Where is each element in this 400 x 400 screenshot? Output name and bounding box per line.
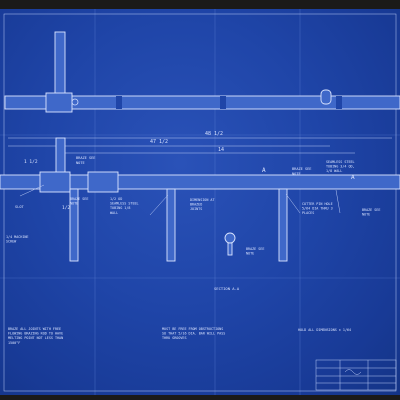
note-braze-line: MELTING POINT NOT LESS THAN: [8, 336, 63, 340]
braze-mid-label-line: BRAZE SEE: [70, 197, 88, 201]
dimension-at-label-line: DIMENSION AT: [190, 198, 215, 202]
leg-2: [166, 188, 176, 262]
note-obstruction-line: SO THAT 5/16 DIA. BAR WILL PASS: [162, 332, 225, 336]
seamless-mid-label-line: WALL: [110, 211, 118, 215]
top-horizontal-tube: [4, 95, 400, 110]
screw-label-line: 1/4 MACHINE: [6, 235, 28, 239]
braze-top-label-line: NOTE: [76, 161, 85, 165]
seamless-mid-label-line: SEAMLESS STEEL: [110, 202, 139, 206]
note-hold: HOLD ALL DIMENSIONS ± 1/64: [298, 328, 351, 332]
section-label: SECTION A-A: [214, 286, 240, 291]
tubing-label-line: SEAMLESS STEEL: [326, 160, 355, 164]
top-joint-circle: [71, 98, 79, 106]
braze-top-label-line: BRAZE SEE: [76, 156, 95, 160]
leg-3: [278, 188, 288, 262]
top-gap: [116, 96, 122, 109]
tubing-label-line: 1/8 WALL: [326, 169, 342, 173]
braze-right-label-line: NOTE: [292, 172, 301, 176]
screw-label-line: SCREW: [6, 240, 17, 244]
front-view: [0, 137, 400, 262]
slot-label: SLOT: [15, 205, 24, 209]
cotter-label-line: PLACES: [302, 211, 314, 215]
section-marker-a-left: A: [262, 167, 266, 174]
signature: [344, 369, 362, 375]
title-block: [315, 359, 397, 391]
front-tee-joint: [39, 171, 71, 193]
note-obstruction-line: THRU GROOVES: [162, 336, 187, 340]
section-circle: [224, 232, 236, 244]
section-stem: [227, 242, 233, 256]
braze-far-label-line: NOTE: [362, 213, 370, 217]
dim-mid: 47 1/2: [150, 139, 168, 145]
braze-far-label-line: BRAZE SEE: [362, 208, 380, 212]
tubing-label-line: TUBING 3/4 OD,: [326, 165, 355, 169]
braze-right-label-line: BRAZE SEE: [292, 167, 311, 171]
sheet-border: [3, 13, 397, 392]
top-vertical-tube: [54, 31, 66, 97]
top-view: [4, 31, 400, 113]
dim-inner: 14: [218, 147, 224, 153]
dim-left-top: 1 1/2: [24, 159, 38, 165]
top-gap: [336, 96, 342, 109]
dim-left-small: 1/2: [62, 205, 70, 211]
section-marker-a-right: A: [351, 174, 355, 181]
front-joint-block: [87, 171, 119, 193]
braze-bottom-label-line: NOTE: [246, 252, 254, 256]
front-vertical-tube: [55, 137, 66, 176]
note-braze-line: BRAZE ALL JOINTS WITH FREE: [8, 327, 61, 331]
leg-1: [69, 188, 79, 262]
note-braze-line: FLOWING BRAZING ROD TO HAVE: [8, 332, 63, 336]
top-gap: [220, 96, 226, 109]
blueprint-sheet: [0, 9, 400, 395]
dimension-at-label-line: JOINTS: [190, 207, 202, 211]
top-tee-joint: [45, 92, 73, 113]
note-obstruction-line: MUST BE FREE FROM OBSTRUCTIONS: [162, 327, 223, 331]
note-braze-line: 1500°F: [8, 341, 20, 345]
cotter-label-line: 5/64 DIA THRU 3: [302, 207, 333, 211]
braze-bottom-label-line: BRAZE SEE: [246, 247, 264, 251]
cotter-label-line: COTTER PIN HOLE: [302, 202, 333, 206]
seamless-mid-label-line: TUBING 1/8: [110, 206, 130, 210]
dim-overall: 48 1/2: [205, 131, 223, 137]
dimension-at-label-line: BRAZED: [190, 203, 202, 207]
seamless-mid-label-line: 1/2 OD: [110, 197, 122, 201]
top-stub: [320, 89, 332, 105]
braze-mid-label-line: NOTE: [70, 202, 78, 206]
